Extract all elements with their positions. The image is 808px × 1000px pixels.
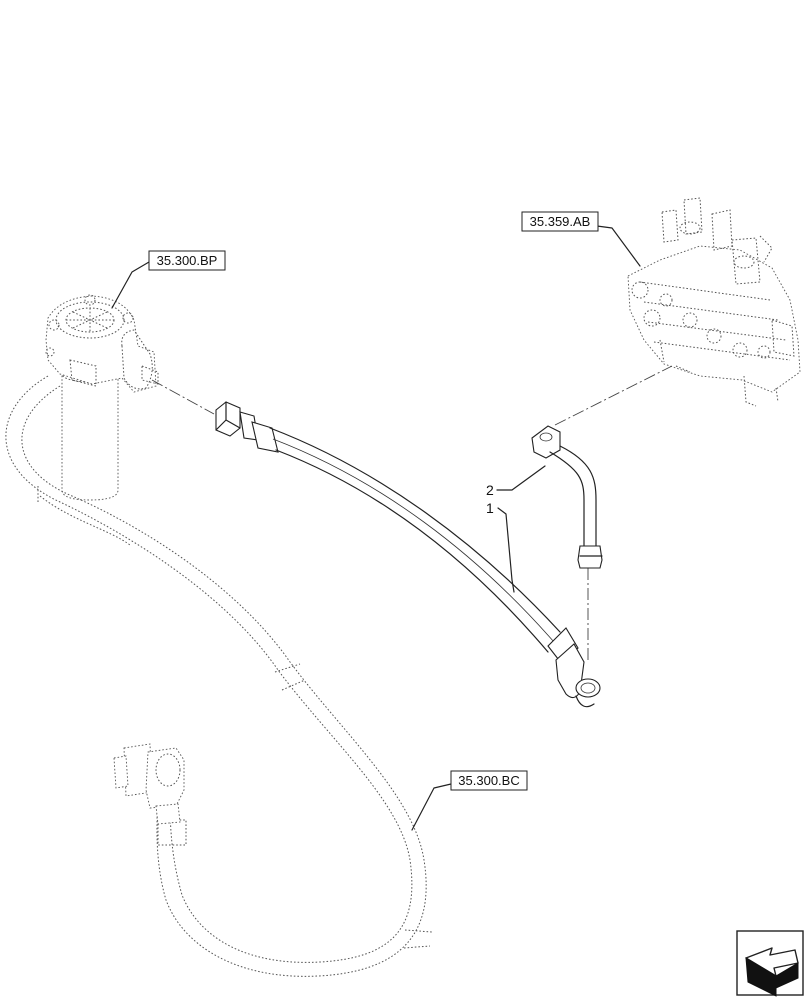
filter-assembly <box>45 294 159 501</box>
ref-label-valve: 35.359.AB <box>530 214 591 229</box>
ref-box-filter[interactable]: 35.300.BP <box>148 250 226 271</box>
steel-tube <box>531 425 603 569</box>
callout-leaders <box>111 225 641 831</box>
callout-number-tube[interactable]: 2 <box>486 482 494 498</box>
callout-number-hose[interactable]: 1 <box>486 500 494 516</box>
ref-label-filter: 35.300.BP <box>157 253 218 268</box>
control-valve <box>627 197 801 407</box>
view-direction-arrow-icon <box>736 930 804 997</box>
ref-box-return-hose[interactable]: 35.300.BC <box>450 770 528 791</box>
ref-label-return-hose: 35.300.BC <box>458 773 519 788</box>
elbow-fitting <box>113 743 185 825</box>
assembly-centerlines <box>151 365 673 660</box>
ref-box-valve[interactable]: 35.359.AB <box>521 211 599 232</box>
main-hose <box>215 401 601 708</box>
